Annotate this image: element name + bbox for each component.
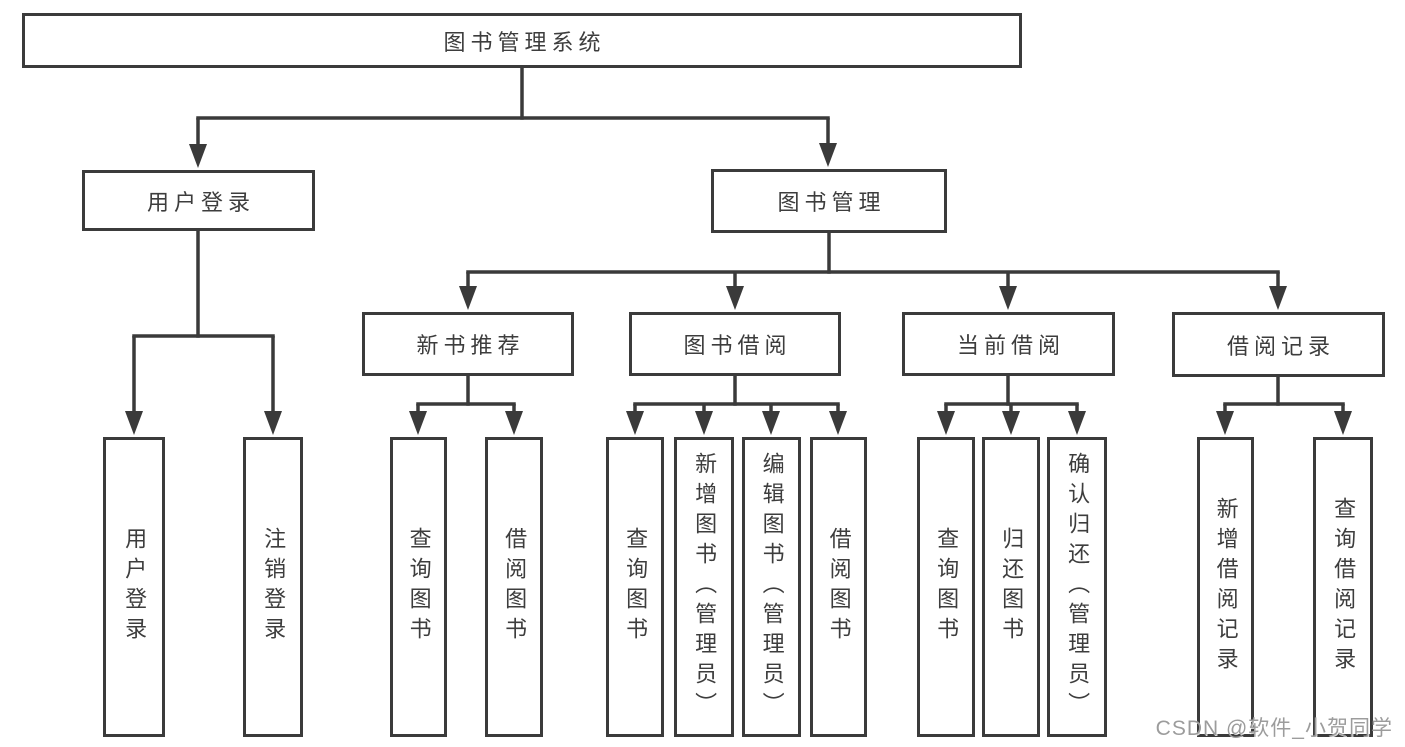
- node-label: 注销登录: [261, 527, 287, 647]
- diagram-node-leaf-query-book-borrow: 查询图书: [606, 437, 664, 737]
- diagram-node-leaf-query-book-recommend: 查询图书: [390, 437, 447, 737]
- diagram-node-new-book-recommend: 新书推荐: [362, 312, 574, 376]
- diagram-node-root: 图书管理系统: [22, 13, 1022, 68]
- diagram-node-leaf-user-login: 用户登录: [103, 437, 165, 737]
- node-label: 图书管理: [777, 190, 886, 215]
- diagram-node-leaf-return-book: 归还图书: [982, 437, 1040, 737]
- node-label: 新书推荐: [416, 333, 525, 358]
- node-label: 查询借阅记录: [1331, 497, 1357, 677]
- node-label: 当前借阅: [956, 333, 1065, 358]
- diagram-node-book-management-branch: 图书管理: [711, 169, 947, 233]
- diagram-node-leaf-query-book-current: 查询图书: [917, 437, 975, 737]
- node-label: 新增借阅记录: [1213, 497, 1239, 677]
- diagram-node-leaf-add-book-admin: 新增图书（管理员）: [674, 437, 734, 737]
- node-label: 编辑图书（管理员）: [759, 452, 785, 722]
- diagram-node-leaf-confirm-return-admin: 确认归还（管理员）: [1047, 437, 1107, 737]
- watermark: CSDN @软件_小贺同学: [1155, 717, 1393, 740]
- diagram-node-leaf-query-borrow-record: 查询借阅记录: [1313, 437, 1373, 737]
- node-label: 新增图书（管理员）: [692, 452, 718, 722]
- diagram-node-leaf-borrow-book-recommend: 借阅图书: [485, 437, 543, 737]
- diagram-node-borrow-record: 借阅记录: [1172, 312, 1385, 377]
- diagram-node-leaf-add-borrow-record: 新增借阅记录: [1197, 437, 1254, 737]
- node-label: 用户登录: [122, 527, 148, 647]
- node-label: 借阅记录: [1226, 333, 1335, 359]
- node-label: 借阅图书: [502, 527, 528, 647]
- node-label: 归还图书: [999, 527, 1025, 647]
- diagram-node-leaf-edit-book-admin: 编辑图书（管理员）: [742, 437, 801, 737]
- diagram-node-book-borrow: 图书借阅: [629, 312, 841, 376]
- diagram-node-leaf-borrow-book: 借阅图书: [810, 437, 867, 737]
- node-label: 确认归还（管理员）: [1065, 452, 1091, 722]
- node-label: 借阅图书: [826, 527, 852, 647]
- node-label: 查询图书: [406, 527, 432, 647]
- diagram-node-leaf-logout: 注销登录: [243, 437, 303, 737]
- node-label: 查询图书: [623, 527, 649, 647]
- diagram-node-current-borrow: 当前借阅: [902, 312, 1115, 376]
- node-label: 用户登录: [146, 189, 255, 215]
- diagram-node-user-login-branch: 用户登录: [82, 170, 315, 231]
- node-label: 图书管理系统: [443, 29, 606, 55]
- node-label: 查询图书: [934, 527, 960, 647]
- node-label: 图书借阅: [683, 333, 792, 358]
